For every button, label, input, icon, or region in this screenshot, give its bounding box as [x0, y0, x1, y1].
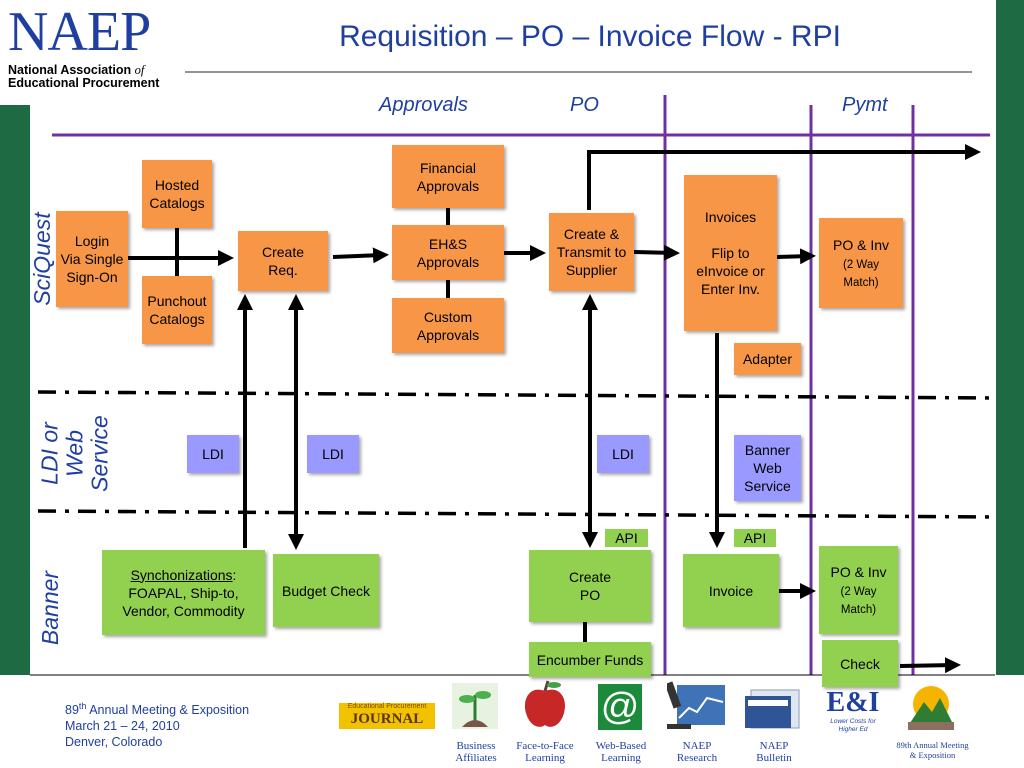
naep-logo: NAEP National Association of Educational…	[8, 4, 178, 96]
right-green-bar	[996, 0, 1024, 675]
annual-meeting-caption: 89th Annual Meeting& Exposition	[896, 740, 969, 760]
left-green-bar	[0, 105, 30, 675]
ldi-box-1: LDI	[187, 435, 239, 473]
naep-logo-line1: National Association	[8, 63, 132, 77]
business-affiliates-icon	[452, 683, 498, 729]
lane-separator-1	[37, 390, 999, 400]
lane-sciquest: SciQuest	[29, 212, 55, 306]
arrow-invoices-to-poinv	[776, 248, 816, 265]
naep-logo-line2: Educational Procurement	[8, 76, 160, 90]
journal-logo: Educational Procurement JOURNAL	[339, 703, 435, 729]
budget-check-box: Budget Check	[273, 554, 379, 627]
arrow-transmit-to-supplier	[587, 144, 981, 210]
ei-logo: E&I Lower Costs for Higher Ed	[826, 687, 880, 734]
api-tag-1: API	[605, 529, 648, 547]
api-tag-2: API	[734, 529, 776, 547]
arrow-req-to-approvals	[332, 247, 389, 264]
footer-location: Denver, Colorado	[65, 735, 163, 750]
column-po: PO	[570, 94, 599, 116]
ldi-box-3: LDI	[597, 435, 649, 473]
lane-banner: Banner	[37, 570, 63, 646]
ldi-box-2: LDI	[307, 435, 359, 473]
mountain-sun-icon	[908, 686, 954, 730]
page-title: Requisition – PO – Invoice Flow - RPI	[339, 20, 841, 53]
lane-ldi-line2: Web	[61, 430, 88, 477]
lane-ldi: LDI or Web Service	[36, 404, 113, 504]
naep-logo-of: of	[134, 63, 145, 77]
arrow-check-out	[899, 657, 961, 674]
microscope-icon	[667, 681, 725, 729]
arrow-po-to-invoices	[633, 244, 680, 261]
encumber-funds-box: Encumber Funds	[529, 642, 651, 677]
invoice-box: Invoice	[683, 554, 779, 627]
synchronizations-label: Synchonizations	[130, 566, 233, 583]
apple-icon	[524, 680, 566, 727]
synchronizations-box: Synchonizations:FOAPAL, Ship-to,Vendor, …	[102, 550, 265, 635]
lane-ldi-line3: Service	[86, 415, 113, 492]
naep-logo-wordmark: NAEP	[8, 1, 151, 63]
lane-ldi-line1: LDI or	[36, 422, 63, 485]
footer-dates: March 21 – 24, 2010	[65, 719, 180, 734]
check-box: Check	[822, 640, 898, 687]
lane-separator-2	[37, 509, 999, 519]
footer-meeting-info: 89th Annual Meeting & Exposition March 2…	[65, 701, 250, 750]
column-approvals: Approvals	[379, 94, 468, 116]
at-sign-icon: @	[598, 684, 642, 730]
adapter-box: Adapter	[734, 343, 801, 375]
bulletin-icon	[745, 689, 800, 729]
column-pymt: Pymt	[842, 94, 888, 116]
